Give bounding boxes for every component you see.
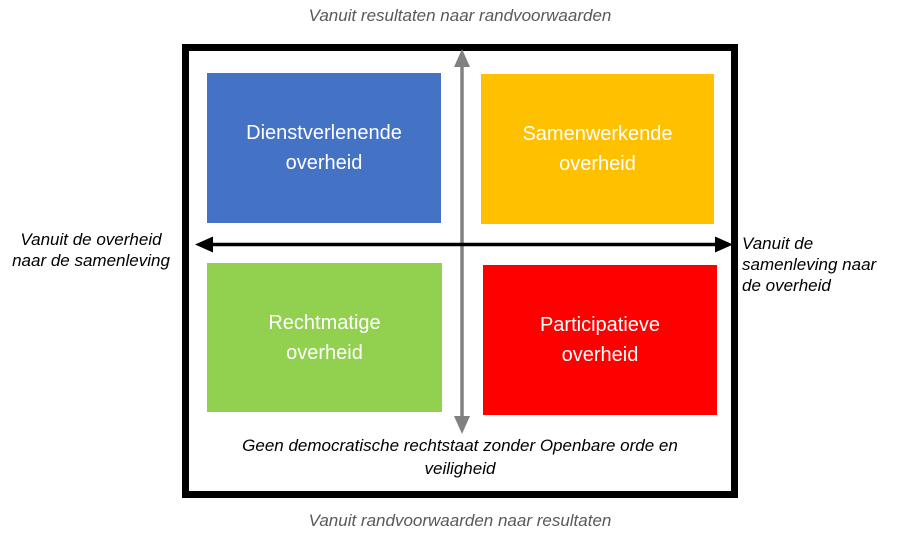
quadrant-label: Rechtmatige overheid xyxy=(268,311,381,364)
quadrant-label: Samenwerkende overheid xyxy=(522,123,673,175)
quadrant-participatieve-overheid: Participatieve overheid xyxy=(483,265,717,415)
right-axis-label: Vanuit de samenleving naar de overheid xyxy=(742,234,877,295)
matrix-frame xyxy=(182,44,738,498)
bottom-axis-label: Vanuit randvoorwaarden naar resultaten xyxy=(308,511,612,530)
top-axis-label: Vanuit resultaten naar randvoorwaarden xyxy=(308,6,612,25)
quadrant-label: Participatieve overheid xyxy=(539,314,661,366)
inner-bottom-label: Geen democratische rechtstaat zonder Ope… xyxy=(242,436,678,478)
left-axis-label: Vanuit de overheid naar de samenleving xyxy=(12,230,170,270)
quadrant-label: Dienstverlenende overheid xyxy=(246,122,402,174)
quadrant-rechtmatige-overheid: Rechtmatige overheid xyxy=(207,263,442,412)
quadrant-samenwerkende-overheid: Samenwerkende overheid xyxy=(481,74,714,224)
quadrant-dienstverlenende-overheid: Dienstverlenende overheid xyxy=(207,73,441,223)
